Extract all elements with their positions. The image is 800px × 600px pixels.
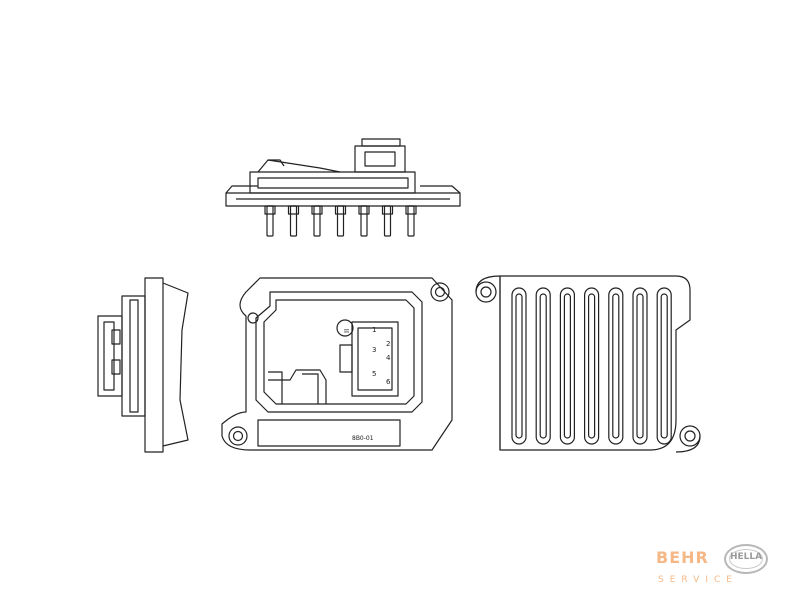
terminal-pin xyxy=(266,205,274,237)
hella-logo-icon: HELLA xyxy=(724,544,768,574)
latch-label: II xyxy=(343,329,351,333)
cooling-fin-slot xyxy=(660,293,668,439)
pin-collar xyxy=(334,205,347,215)
service-tagline: SERVICE xyxy=(658,575,738,585)
pin-label-3: 3 xyxy=(372,346,376,354)
connector-view xyxy=(221,277,453,451)
pin-collar xyxy=(287,205,300,215)
cooling-fin-slot xyxy=(587,293,596,439)
terminal-pin xyxy=(313,205,321,237)
terminal-pin xyxy=(383,205,392,237)
cooling-fin-slot xyxy=(636,293,644,439)
cooling-fin xyxy=(535,287,551,445)
pin-labels: 1 2 3 4 5 6 xyxy=(372,326,391,386)
cooling-fin xyxy=(511,287,527,445)
pin-label-5: 5 xyxy=(372,370,376,378)
behr-logo-text: BEHR xyxy=(656,548,709,567)
pin-collar xyxy=(264,205,276,215)
pin-row xyxy=(264,205,417,237)
top-view xyxy=(225,138,461,237)
cooling-fin xyxy=(608,287,624,445)
terminal-pin xyxy=(336,205,345,237)
cooling-fin-slot xyxy=(563,293,572,439)
cooling-fin-slot xyxy=(539,293,547,439)
terminal-pin xyxy=(360,205,368,237)
fin-array xyxy=(511,287,672,445)
cooling-fin-slot xyxy=(515,293,523,439)
pin-collar xyxy=(381,205,394,215)
cooling-fin xyxy=(583,287,600,445)
plate-text: 8B0-01 xyxy=(352,435,374,442)
left-view xyxy=(97,277,189,453)
cooling-fin xyxy=(632,287,648,445)
brand-logo: BEHR HELLA SERVICE xyxy=(640,540,780,590)
pin-label-4: 4 xyxy=(386,354,391,362)
pin-label-1: 1 xyxy=(372,326,376,334)
hella-logo-text: HELLA xyxy=(729,552,763,562)
cooling-fin xyxy=(559,287,576,445)
pin-collar xyxy=(358,205,370,215)
terminal-pin xyxy=(289,205,298,237)
heatsink-view xyxy=(475,275,701,453)
pin-label-2: 2 xyxy=(386,340,390,348)
cooling-fin xyxy=(656,287,672,445)
terminal-pin xyxy=(407,205,415,237)
pin-label-6: 6 xyxy=(386,378,391,386)
pin-collar xyxy=(311,205,323,215)
cooling-fin-slot xyxy=(612,293,620,439)
pin-collar xyxy=(405,205,417,215)
